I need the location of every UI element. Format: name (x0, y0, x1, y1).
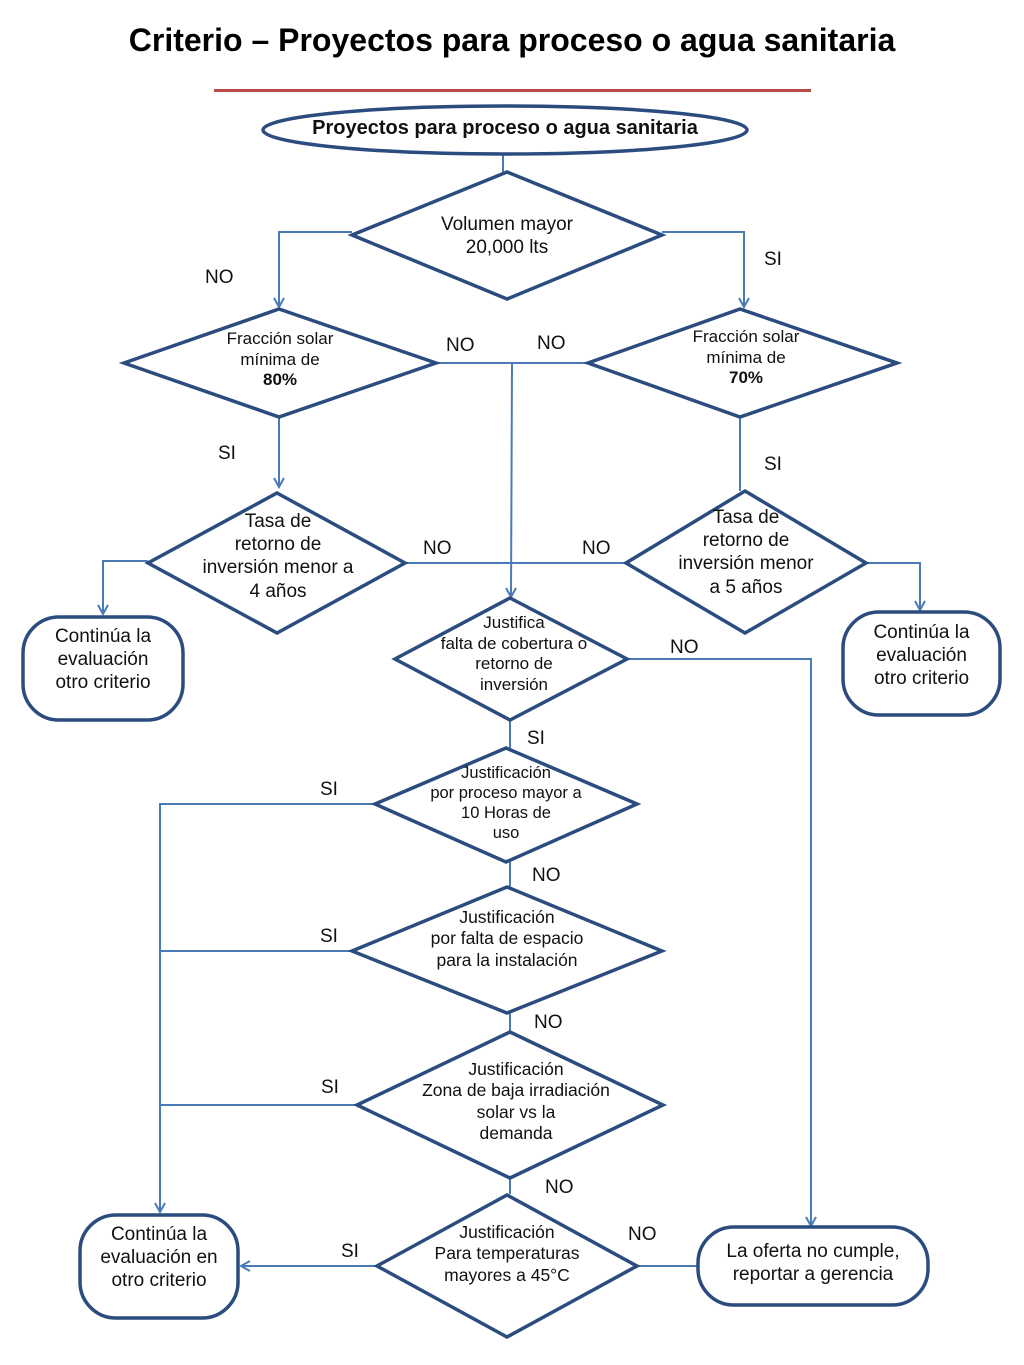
connectors (103, 155, 920, 1266)
terminal-continua-final-shape (78, 1213, 240, 1320)
edge-label-proceso-si: SI (320, 779, 338, 800)
page-title: Criterio – Proyectos para proceso o agua… (128, 22, 896, 58)
edge-label-justifica-si: SI (527, 728, 545, 749)
edge-label-volumen-si: SI (764, 249, 782, 270)
edge-label-justifica-no: NO (670, 637, 699, 658)
start-node-label: Proyectos para proceso o agua sanitaria (312, 117, 698, 139)
edge-label-espacio-no: NO (534, 1012, 563, 1033)
terminal-no-cumple-label: La oferta no cumple,reportar a gerencia (726, 1241, 900, 1286)
decision-tasa-5-shape (622, 488, 870, 636)
edge-label-zona-no: NO (545, 1177, 574, 1198)
edge-label-tasa-4-no: NO (423, 538, 452, 559)
edge-label-tasa-5-no: NO (582, 538, 611, 559)
decision-fraccion-70-shape (582, 307, 903, 419)
decision-zona-shape (352, 1030, 668, 1180)
decision-proceso-shape (370, 746, 642, 864)
title-underline (214, 89, 811, 92)
edge-label-fraccion-80-no: NO (446, 335, 475, 356)
decision-volumen-shape (347, 170, 667, 301)
terminal-no-cumple-shape (696, 1225, 930, 1307)
terminal-continua-izq-shape (21, 615, 185, 722)
edge-label-fraccion-70-si: SI (764, 454, 782, 475)
decision-justifica-shape (391, 596, 631, 722)
edge-label-proceso-no: NO (532, 865, 561, 886)
terminal-continua-der-shape (841, 610, 1002, 717)
decision-temp-shape (373, 1193, 641, 1339)
decision-espacio-shape (347, 885, 667, 1015)
edge-label-espacio-si: SI (320, 926, 338, 947)
edge-label-zona-si: SI (321, 1077, 339, 1098)
edge-label-fraccion-70-no: NO (537, 333, 566, 354)
edge-label-temp-si: SI (341, 1241, 359, 1262)
decision-tasa-4-shape (144, 491, 409, 635)
start-node-shape (261, 104, 749, 156)
edge-label-temp-no: NO (628, 1224, 657, 1245)
edge-label-fraccion-80-si: SI (218, 443, 236, 464)
edge-label-volumen-no: NO (205, 267, 234, 288)
decision-fraccion-80-shape (118, 307, 442, 419)
